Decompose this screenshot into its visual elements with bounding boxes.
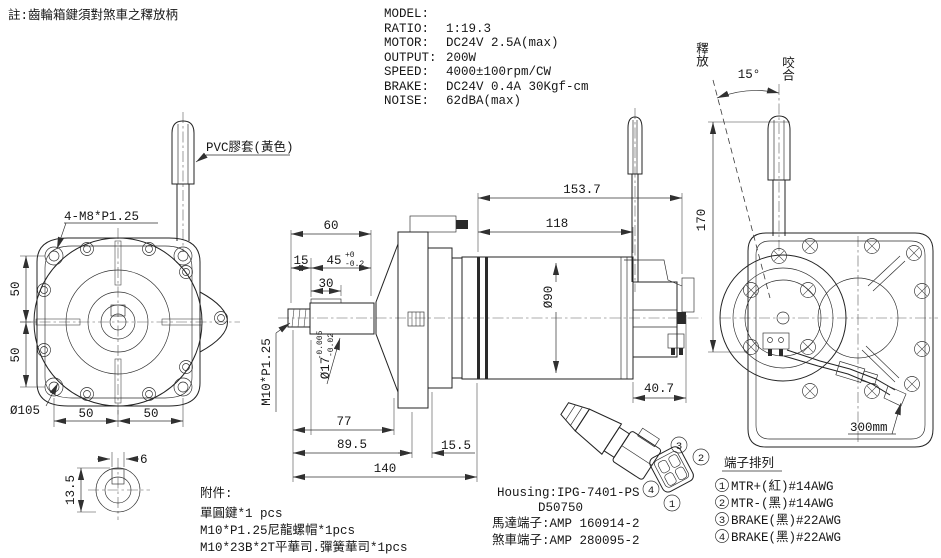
side-view: 60 15 45 +0 -0.2 30 M10*P1.25 Ø17 -0.005… [260,108,702,482]
spec-label-speed: SPEED: [384,65,429,79]
dim-60-label: 60 [323,219,338,233]
release-handle-front [171,120,195,241]
spec-value-speed: 4000±100rpm/CW [446,65,552,79]
dim-50-bottom-right: 50 [143,407,158,421]
accessories-title: 附件: [200,486,233,501]
pin-number-4: 4 [648,485,654,497]
spec-label-motor: MOTOR: [384,36,429,50]
dia-17-tol-upper: -0.005 [316,330,325,359]
dim-45-tol-lower: -0.2 [345,260,364,269]
key-detail: 6 13.5 [64,452,150,520]
dim-118-label: 118 [546,217,569,231]
key-width-label: 6 [140,453,148,467]
terminal-1-num: 1 [719,481,725,493]
spec-value-brake: DC24V 0.4A 30Kgf-cm [446,80,589,94]
dim-50-left-top: 50 [9,281,23,296]
dia-105-label: Ø105 [10,404,40,418]
connector-detail: 3 2 4 1 [560,402,710,512]
spec-value-motor: DC24V 2.5A(max) [446,36,559,50]
dim-50-bottom-left: 50 [78,407,93,421]
pin-number-2: 2 [698,453,704,465]
dim-30-label: 30 [318,277,333,291]
key-height-label: 13.5 [64,475,78,505]
terminal-2-text: MTR-(黑)#14AWG [731,496,834,511]
dim-40-7-label: 40.7 [644,382,674,396]
terminal-3-num: 3 [719,515,725,527]
cable-length-label: 300mm [850,421,888,435]
spec-label-output: OUTPUT: [384,51,437,65]
release-handle-side [627,116,643,282]
spec-value-ratio: 1:19.3 [446,22,491,36]
dia-17-label: Ø17 [319,357,333,380]
spec-label-model: MODEL: [384,7,429,21]
dim-15-label: 15 [293,254,308,268]
thread-callout-label: M10*P1.25 [260,338,274,406]
terminal-1-text: MTR+(紅)#14AWG [731,479,834,494]
terminal-3-text: BRAKE(黑)#22AWG [731,513,841,528]
pin-number-3: 3 [676,441,682,453]
housing-label: Housing:IPG-7401-PS [497,486,640,500]
angle-15-label: 15° [738,68,761,82]
accessories-item-1: 單圓鍵*1 pcs [200,505,283,521]
accessories-item-2: M10*P1.25尼龍螺帽*1pcs [200,522,355,538]
brake-terminal-label: 煞車端子:AMP 280095-2 [492,533,640,548]
terminal-list-title: 端子排列 [724,456,774,471]
spec-table: MODEL: RATIO: 1:19.3 MOTOR: DC24V 2.5A(m… [384,7,589,108]
dim-15-5-label: 15.5 [441,439,471,453]
dim-89-5-label: 89.5 [337,438,367,452]
housing-code: D50750 [538,501,583,515]
spec-label-ratio: RATIO: [384,22,429,36]
drawing-note: 註:齒輪箱鍵須對煞車之釋放柄 [8,7,178,23]
dia-17-tol-lower: -0.02 [327,333,336,357]
connector-info-block: Housing:IPG-7401-PS D50750 馬達端子:AMP 1609… [492,486,640,548]
bolt-callout-label: 4-M8*P1.25 [64,210,139,224]
terminal-2-num: 2 [719,498,725,510]
spec-value-noise: 62dBA(max) [446,94,521,108]
rear-view: 15° 釋放 咬合 170 300mm [693,41,938,448]
accessories-block: 附件: 單圓鍵*1 pcs M10*P1.25尼龍螺帽*1pcs M10*23B… [200,486,408,555]
dia-90-label: Ø90 [542,286,556,309]
terminal-list: 端子排列 1 MTR+(紅)#14AWG 2 MTR-(黑)#14AWG 3 B… [715,456,841,545]
dim-45-label: 45 [326,254,341,268]
dim-140-label: 140 [374,462,397,476]
spec-label-noise: NOISE: [384,94,429,108]
dim-170-label: 170 [695,209,709,232]
motor-terminal-label: 馬達端子:AMP 160914-2 [492,516,640,531]
engage-label: 咬合 [779,55,794,81]
pin-number-1: 1 [669,499,675,511]
dim-153-7-label: 153.7 [563,183,601,197]
brake-cable [783,349,907,407]
terminal-4-text: BRAKE(黑)#22AWG [731,530,841,545]
spec-label-brake: BRAKE: [384,80,429,94]
dim-45-tol-upper: +0 [345,251,355,260]
accessories-item-3: M10*23B*2T平華司.彈簧華司*1pcs [200,539,408,555]
connector-pin-face [649,446,694,493]
dim-50-left-bottom: 50 [9,347,23,362]
spec-value-output: 200W [446,51,477,65]
terminal-4-num: 4 [719,532,725,544]
front-view: 4-M8*P1.25 PVC膠套(黃色) 50 50 50 50 Ø105 [9,112,294,427]
pvc-sleeve-callout: PVC膠套(黃色) [206,139,294,155]
release-label: 釋放 [693,41,708,67]
dim-77-label: 77 [336,415,351,429]
release-handle-rear [767,115,791,236]
